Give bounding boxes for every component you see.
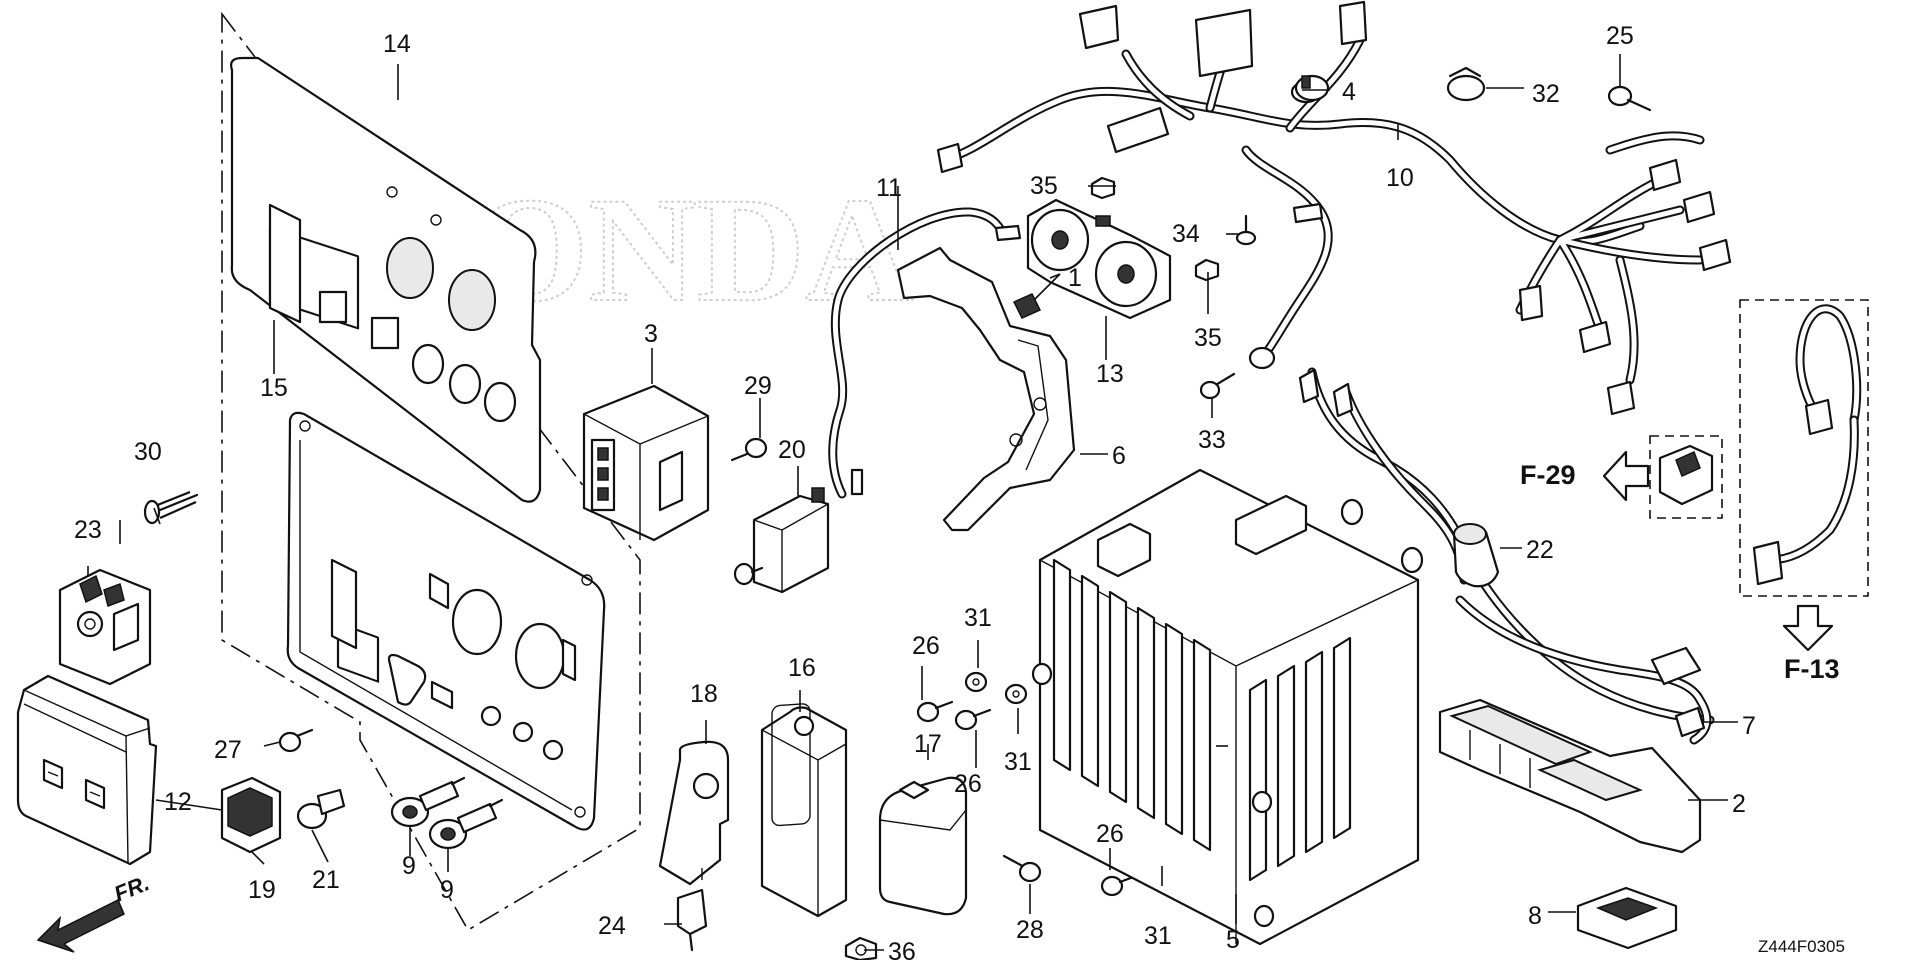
inverter-heatsink-5: [1031, 468, 1420, 946]
connector-1: [1012, 293, 1042, 319]
callout-34: 34: [1172, 220, 1200, 248]
callout-28: 28: [1016, 916, 1044, 944]
callout-26c: 26: [1096, 820, 1124, 848]
callout-32: 32: [1532, 80, 1560, 108]
receptacle-23: [58, 568, 152, 686]
receptacle-13: [1026, 198, 1172, 320]
bolt-26a: [916, 700, 954, 723]
bracket-18: [658, 740, 730, 886]
callout-22: 22: [1526, 536, 1554, 564]
lead-wire-11: [828, 207, 1022, 499]
ref-arrow-down-icon: [1782, 604, 1834, 652]
ref-f13: F-13: [1784, 654, 1840, 684]
callout-3: 3: [644, 320, 658, 348]
ref-arrow-left-icon: [1602, 450, 1650, 502]
capacitor-22: [1452, 523, 1500, 588]
screw-34: [1235, 214, 1257, 246]
lower-harness-7: [1455, 595, 1712, 745]
callout-4: 4: [1342, 78, 1356, 106]
bolt-28: [1002, 854, 1042, 883]
callout-20: 20: [778, 436, 806, 464]
callout-23: 23: [74, 516, 102, 544]
callout-24: 24: [598, 912, 626, 940]
nut-35a: [1090, 176, 1116, 200]
bolt-25: [1607, 85, 1652, 112]
screw-29: [730, 437, 768, 462]
outlet-cover-12: [16, 674, 158, 866]
front-marker: FR.: [111, 870, 153, 906]
washer-31a: [964, 671, 988, 693]
ground-wire: [1241, 145, 1333, 370]
front-panel-gasket: [230, 56, 542, 503]
bracket-6: [896, 246, 1076, 532]
callout-14: 14: [383, 30, 411, 58]
callout-36: 36: [888, 938, 916, 960]
callout-5: 5: [1226, 926, 1240, 954]
ref-f29: F-29: [1520, 460, 1576, 490]
leader-lines: [87, 54, 1738, 951]
callout-18: 18: [690, 680, 718, 708]
callout-21: 21: [312, 866, 340, 894]
callout-12: 12: [164, 788, 192, 816]
callout-31a: 31: [964, 604, 992, 632]
callout-31b: 31: [1004, 748, 1032, 776]
callout-9a: 9: [402, 852, 416, 880]
inverter-unit-17: [878, 776, 968, 916]
bolt-26b: [954, 708, 992, 731]
f29-group: [1649, 435, 1723, 519]
callout-15: 15: [260, 374, 288, 402]
fuse-holder-9b: [428, 798, 504, 850]
callout-8: 8: [1528, 902, 1542, 930]
callout-35a: 35: [1030, 172, 1058, 200]
clamp-32: [1446, 66, 1486, 102]
callout-7: 7: [1742, 712, 1756, 740]
callout-19: 19: [248, 876, 276, 904]
washer-31b: [1004, 683, 1028, 705]
callout-11: 11: [876, 174, 902, 202]
callout-27: 27: [214, 736, 242, 764]
callout-10: 10: [1386, 164, 1414, 192]
callout-16: 16: [788, 654, 816, 682]
callout-17: 17: [914, 730, 942, 758]
circuit-breaker-20: [733, 487, 830, 594]
callout-31c: 31: [1144, 922, 1172, 950]
front-control-panel: [286, 411, 606, 831]
callout-25: 25: [1606, 22, 1634, 50]
callout-26b: 26: [954, 770, 982, 798]
indicator-21: [296, 788, 346, 830]
callout-30: 30: [134, 438, 162, 466]
callout-9b: 9: [440, 876, 454, 904]
bolt-27: [278, 728, 314, 753]
diagram-code: Z444F0305: [1758, 937, 1845, 956]
callout-6: 6: [1112, 442, 1126, 470]
bolt-26c: [1100, 874, 1138, 897]
module-3: [582, 384, 710, 542]
fuse-holder-9a: [390, 776, 466, 828]
callout-labels: 14 15 3 29 20 11 35 1 13 6 34 35 33 4 10…: [74, 22, 1756, 960]
callout-1: 1: [1068, 264, 1082, 292]
nut-36: [844, 936, 878, 960]
callout-35b: 35: [1194, 324, 1222, 352]
f13-group: [1739, 299, 1869, 597]
callout-29: 29: [744, 372, 772, 400]
panel-group-frame: [221, 11, 641, 932]
switch-19: [220, 776, 282, 854]
clamp-4: [1294, 74, 1330, 102]
vent-cover-8: [1576, 886, 1678, 950]
screw-30: [143, 490, 199, 525]
callout-13: 13: [1096, 360, 1124, 388]
callout-33: 33: [1198, 426, 1226, 454]
lower-cover-2: [1438, 698, 1702, 854]
callout-26a: 26: [912, 632, 940, 660]
screw-33: [1199, 372, 1236, 400]
nut-35b: [1194, 258, 1220, 282]
front-arrow-icon: [36, 898, 125, 953]
module-16: [760, 703, 848, 918]
callout-2: 2: [1732, 790, 1746, 818]
clip-24: [676, 888, 708, 952]
